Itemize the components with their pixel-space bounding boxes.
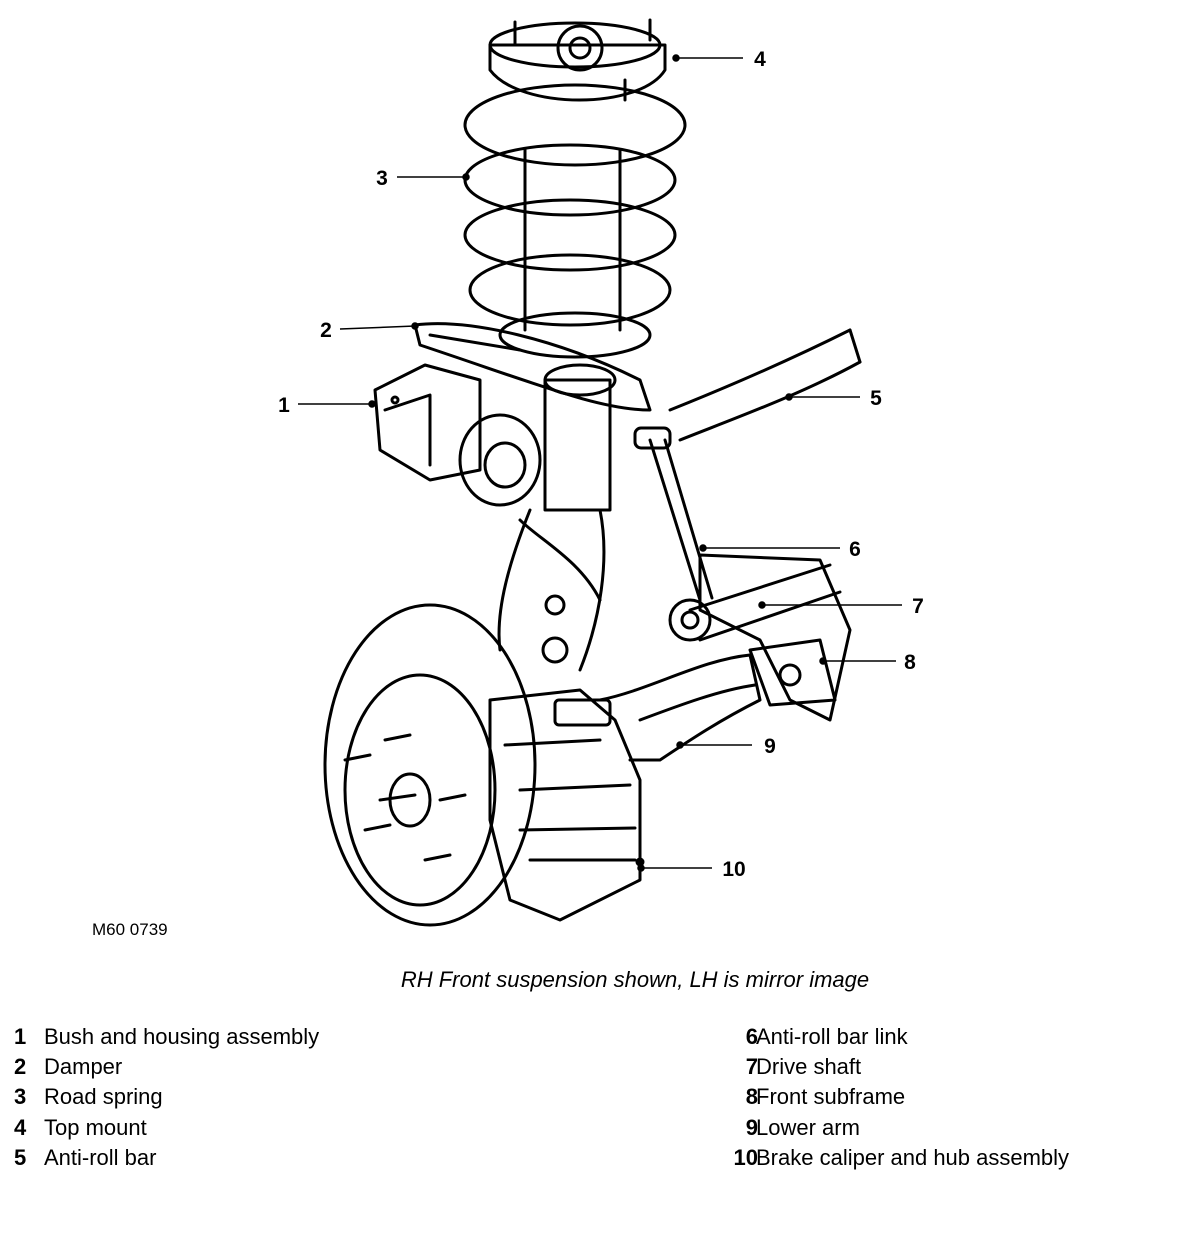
callout-9: 9 bbox=[764, 735, 776, 758]
legend-label: Lower arm bbox=[756, 1114, 860, 1140]
legend-number: 5 bbox=[14, 1144, 27, 1170]
brake-hub-drawing bbox=[323, 603, 537, 927]
callout-5: 5 bbox=[870, 387, 882, 410]
legend-item: 8Front subframe bbox=[712, 1082, 1069, 1112]
legend-number: 7 bbox=[745, 1054, 758, 1080]
legend-item: 4 Top mount bbox=[14, 1113, 319, 1143]
legend-number: 1 bbox=[14, 1024, 27, 1049]
callout-6: 6 bbox=[849, 538, 861, 561]
legend-item: 2 Damper bbox=[14, 1052, 319, 1082]
legend-item: 9Lower arm bbox=[712, 1113, 1069, 1143]
legend-item: 5 Anti-roll bar bbox=[14, 1143, 319, 1173]
callout-1: 1 bbox=[278, 394, 290, 417]
legend-item: 10Brake caliper and hub assembly bbox=[712, 1143, 1070, 1173]
callout-4: 4 bbox=[754, 48, 766, 71]
legend-number: 8 bbox=[745, 1084, 758, 1110]
damper-drawing bbox=[413, 322, 652, 672]
front-subframe-drawing bbox=[698, 553, 852, 722]
legend-label: Road spring bbox=[44, 1084, 163, 1110]
legend-label: Top mount bbox=[44, 1114, 147, 1140]
legend-label: Brake caliper and hub assembly bbox=[756, 1144, 1070, 1170]
legend-number: 2 bbox=[14, 1054, 27, 1080]
anti-roll-bar-link-drawing bbox=[633, 426, 714, 602]
legend-number: 3 bbox=[14, 1084, 27, 1110]
legend-label: Drive shaft bbox=[756, 1054, 862, 1080]
legend-label: Bush and housing assembly bbox=[44, 1024, 320, 1049]
callout-3: 3 bbox=[376, 167, 388, 190]
legend-label: Damper bbox=[44, 1054, 123, 1080]
legend-item: 7Drive shaft bbox=[712, 1052, 1069, 1082]
legend-number: 10 bbox=[733, 1144, 758, 1170]
callout-8: 8 bbox=[904, 651, 916, 674]
legend-label: Anti-roll bar link bbox=[756, 1024, 908, 1049]
callout-7: 7 bbox=[912, 595, 924, 618]
figure-caption: RH Front suspension shown, LH is mirror … bbox=[400, 967, 870, 992]
legend-left-column: 1 Bush and housing assembly 2 Damper 3 Road s… bbox=[14, 1022, 319, 1173]
brake-caliper-drawing bbox=[488, 688, 645, 922]
anti-roll-bar-drawing bbox=[668, 328, 862, 442]
figure-reference-code: M60 0739 bbox=[92, 920, 168, 939]
callout-2: 2 bbox=[320, 319, 332, 342]
suspension-diagram: 1 2 3 4 5 6 7 8 9 10 bbox=[278, 18, 924, 927]
legend-number: 4 bbox=[14, 1114, 27, 1140]
road-spring-drawing bbox=[463, 83, 687, 359]
bush-housing-drawing bbox=[373, 363, 542, 507]
legend-number: 9 bbox=[745, 1114, 758, 1140]
callout-10: 10 bbox=[722, 858, 745, 881]
legend-item: 3 Road spring bbox=[14, 1082, 319, 1112]
drive-shaft-drawing bbox=[668, 563, 842, 642]
lower-arm-drawing bbox=[598, 653, 762, 762]
legend-label: Front subframe bbox=[756, 1084, 906, 1110]
legend-item: 1 Bush and housing assembly bbox=[14, 1022, 319, 1052]
legend-item: 6Anti-roll bar link bbox=[712, 1022, 1069, 1052]
legend-number: 6 bbox=[745, 1024, 758, 1049]
top-mount-drawing bbox=[488, 18, 667, 102]
legend-label: Anti-roll bar bbox=[44, 1144, 157, 1170]
